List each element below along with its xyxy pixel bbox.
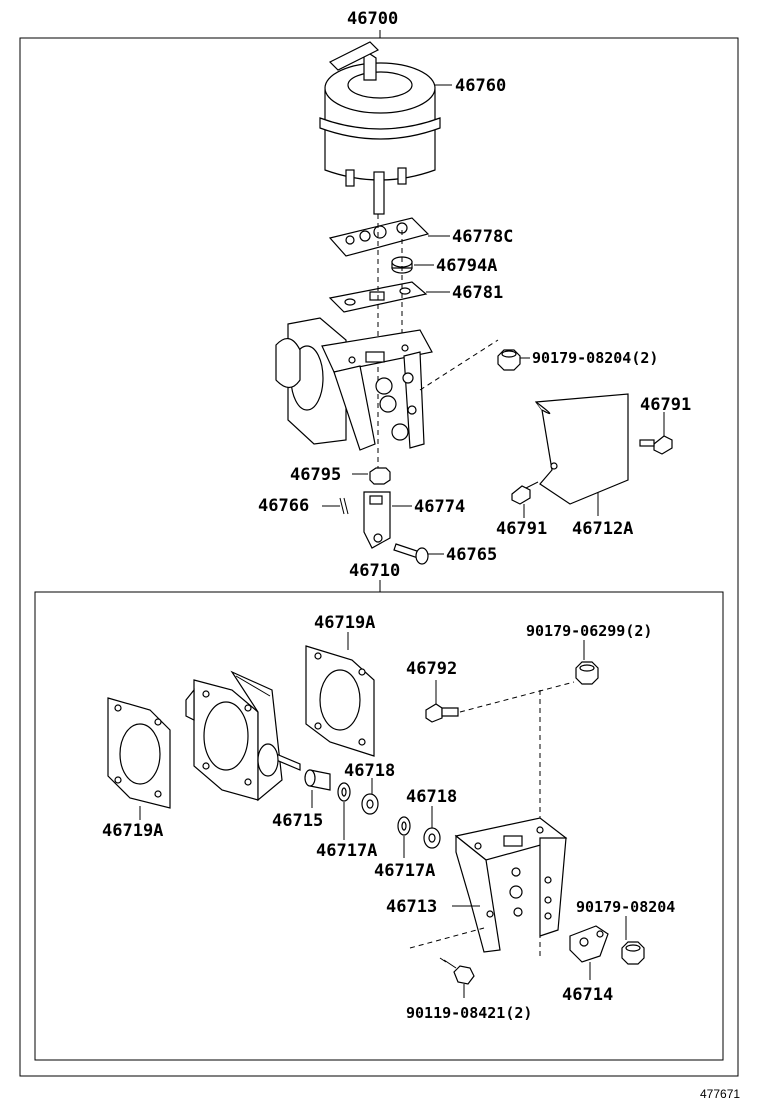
label-46717A-b: 46717A (374, 861, 435, 881)
label-46778C: 46778C (452, 227, 513, 247)
label-46719A-top: 46719A (314, 613, 375, 633)
throttle-body-upper (275, 317, 433, 451)
nut-90179-06299 (575, 661, 599, 685)
clip-46766 (339, 497, 349, 515)
label-46718-a: 46718 (344, 761, 395, 781)
label-46712A: 46712A (572, 519, 633, 539)
label-46781: 46781 (452, 283, 503, 303)
label-46795: 46795 (290, 465, 341, 485)
shaft-46715 (257, 743, 331, 791)
bolt-46791-b (511, 481, 539, 505)
label-46765: 46765 (446, 545, 497, 565)
gasket-46719A-top (305, 645, 375, 757)
sub-assembly-number: 46710 (349, 561, 400, 581)
label-90179-08204-2: 90179-08204(2) (532, 349, 658, 367)
washer-46717A-a (337, 782, 351, 802)
pin-46765 (393, 543, 429, 565)
label-46774: 46774 (414, 497, 465, 517)
label-46714: 46714 (562, 985, 613, 1005)
label-46794A: 46794A (436, 256, 497, 276)
bolt-90119-08421 (439, 957, 475, 985)
lever-46714 (569, 925, 609, 963)
label-46718-b: 46718 (406, 787, 457, 807)
gasket-plate (328, 217, 430, 257)
reference-code: 477671 (700, 1087, 740, 1101)
throttle-body-lower (185, 670, 283, 802)
label-46792: 46792 (406, 659, 457, 679)
bolt-46791-a (639, 435, 673, 455)
label-90179-08204: 90179-08204 (576, 898, 675, 916)
link-46774 (363, 491, 391, 549)
outer-frame (19, 37, 739, 1077)
bracket-46713 (454, 817, 568, 953)
label-46715: 46715 (272, 811, 323, 831)
label-46717A-a: 46717A (316, 841, 377, 861)
washer-46717A-b (397, 816, 411, 836)
nut-90179-08204-lower (621, 941, 645, 965)
nut-46795 (369, 467, 391, 485)
bolt-46792 (425, 703, 459, 723)
inner-frame (34, 591, 724, 1061)
gasket-46719A-left (107, 697, 171, 809)
label-46713: 46713 (386, 897, 437, 917)
assembly-number: 46700 (347, 9, 398, 29)
label-90119-08421-2: 90119-08421(2) (406, 1004, 532, 1022)
label-90179-06299-2: 90179-06299(2) (526, 622, 652, 640)
label-46719A-left: 46719A (102, 821, 163, 841)
actuator-canister (319, 41, 441, 215)
label-46791-a: 46791 (640, 395, 691, 415)
nut-90179-08204 (497, 349, 521, 371)
washer-46718-b (423, 827, 441, 849)
label-46766: 46766 (258, 496, 309, 516)
label-46760: 46760 (455, 76, 506, 96)
washer-46718-a (361, 793, 379, 815)
label-46791-b: 46791 (496, 519, 547, 539)
bracket-cover (534, 393, 629, 505)
